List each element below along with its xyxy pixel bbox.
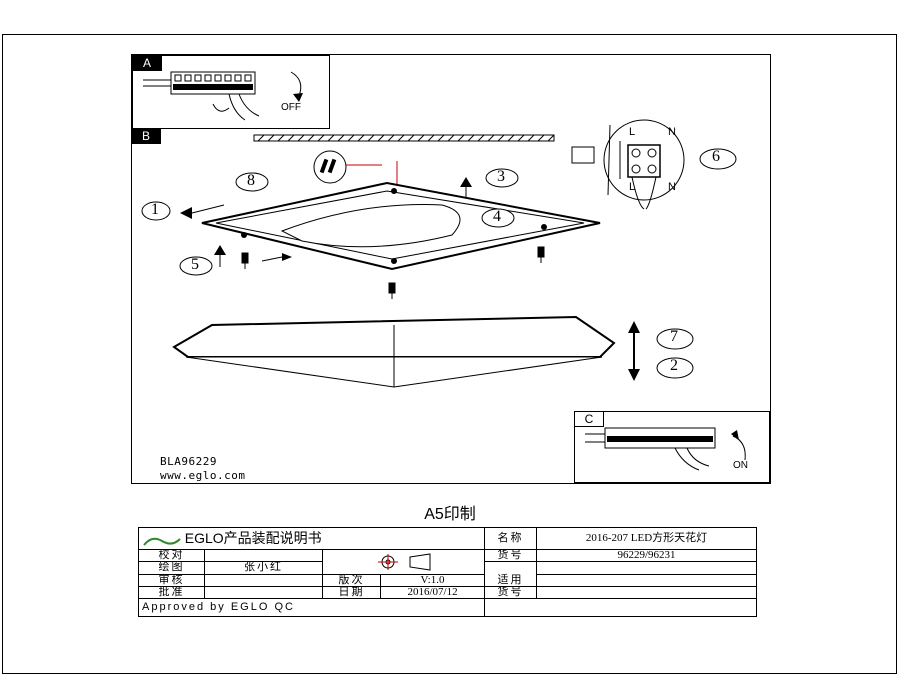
name-value: 2016-207 LED方形天花灯 <box>536 527 758 550</box>
check-label: 校对 <box>138 548 205 563</box>
drawn-value: 张小红 <box>204 561 323 575</box>
callout-3: 3 <box>497 168 505 185</box>
apply-label: 适用 <box>484 561 538 587</box>
date-value: 2016/07/12 <box>379 585 486 600</box>
name-label: 名称 <box>484 527 538 550</box>
website: www.eglo.com <box>160 469 246 482</box>
mounting-frame-diagram <box>141 119 737 388</box>
panel-b-tag: B <box>131 128 161 144</box>
approved-by: Approved by EGLO QC <box>137 598 486 617</box>
print-note: A5印制 <box>424 506 476 523</box>
projection-symbol <box>321 548 486 575</box>
terminal-l-bottom: L <box>629 181 636 193</box>
company-title: EGLO产品装配说明书 <box>184 530 322 547</box>
panel-b-tag-box: B <box>131 128 161 144</box>
panel-c: C ON <box>574 411 770 483</box>
company-title-cell: EGLO产品装配说明书 <box>137 527 486 550</box>
item-no-value: 96229/96231 <box>536 548 758 563</box>
model-code: BLA96229 <box>160 455 217 468</box>
eglo-logo <box>142 535 182 547</box>
callout-6: 6 <box>712 148 720 165</box>
page-border <box>2 34 897 674</box>
callout-1: 1 <box>151 201 159 218</box>
on-label: ON <box>733 460 748 471</box>
callout-4: 4 <box>493 208 501 225</box>
terminal-n-bottom: N <box>668 181 676 193</box>
date-label: 日期 <box>322 585 381 600</box>
version-label: 版次 <box>322 573 381 587</box>
apply-label-2: 货号 <box>484 585 538 600</box>
version-value: V:1.0 <box>379 573 486 587</box>
title-block: EGLO产品装配说明书 名称 2016-207 LED方形天花灯 校对 货号 9… <box>137 527 758 617</box>
callout-7: 7 <box>670 328 678 345</box>
terminal-n-top: N <box>668 126 676 138</box>
panel-a: A OFF <box>132 55 330 129</box>
panel-a-tag: A <box>132 55 162 71</box>
callout-2: 2 <box>670 357 678 374</box>
terminal-block-on-diagram <box>585 427 746 471</box>
item-no-label: 货号 <box>484 548 538 563</box>
approve-label: 批准 <box>138 585 205 600</box>
assembly-drawing: A OFF B <box>131 54 771 484</box>
review-label: 审核 <box>138 573 205 587</box>
callout-8: 8 <box>247 172 255 189</box>
drawn-label: 绘图 <box>138 561 205 575</box>
panel-c-tag: C <box>574 411 604 427</box>
callout-5: 5 <box>191 256 199 273</box>
off-label: OFF <box>281 102 301 113</box>
terminal-l-top: L <box>629 126 636 138</box>
terminal-block-off-diagram <box>143 71 303 121</box>
